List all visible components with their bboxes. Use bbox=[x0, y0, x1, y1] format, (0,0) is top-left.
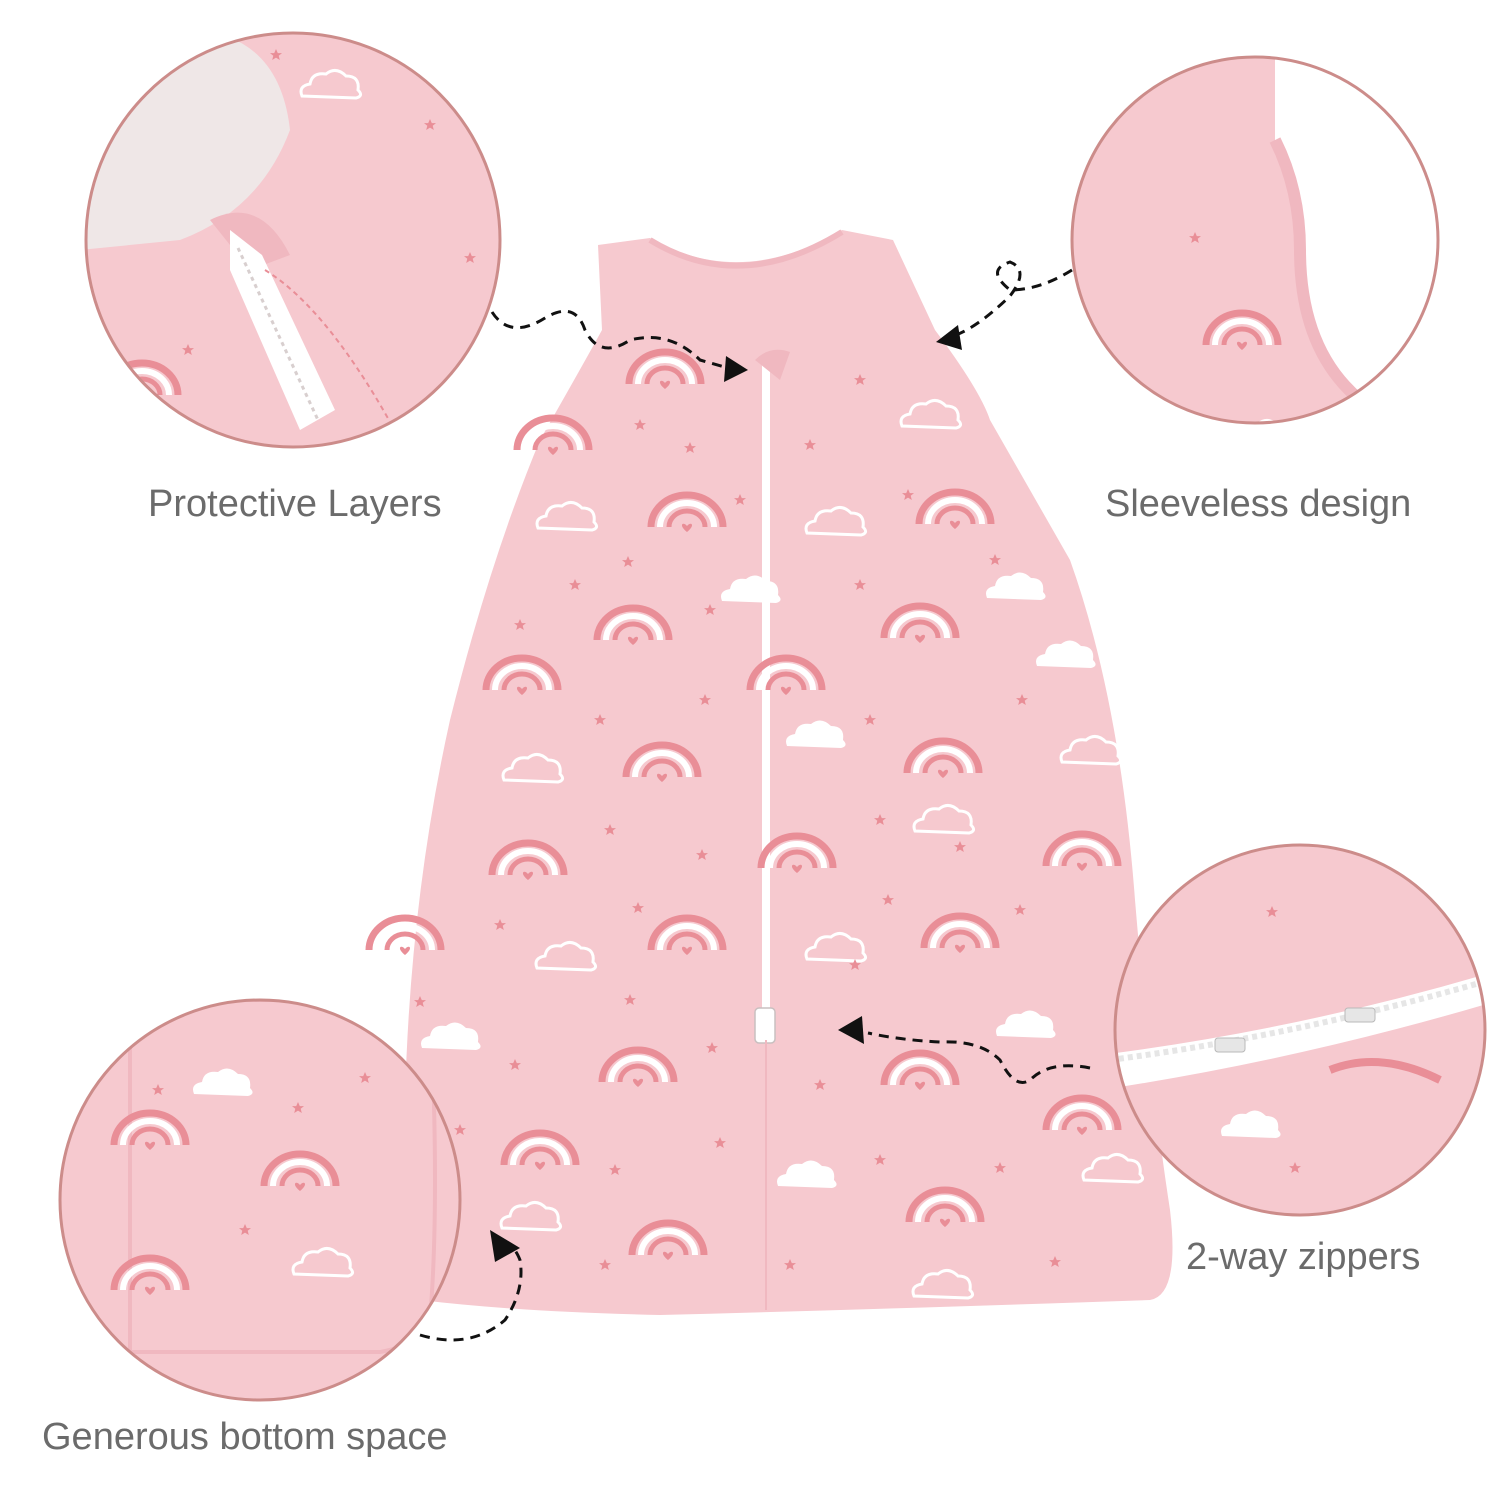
generous-bottom-space-label: Generous bottom space bbox=[42, 1416, 448, 1458]
protective-layers-detail-circle bbox=[84, 31, 502, 449]
dashed-curved-arrow-icon bbox=[419, 260, 1091, 1342]
sleeveless-design-detail-circle bbox=[1070, 55, 1440, 425]
protective-layers-label: Protective Layers bbox=[148, 483, 442, 525]
two-way-zippers-label: 2-way zippers bbox=[1186, 1236, 1421, 1278]
two-way-zippers-detail-circle bbox=[1113, 843, 1487, 1217]
sleeveless-design-label: Sleeveless design bbox=[1105, 483, 1412, 525]
arrow-heads bbox=[490, 325, 962, 1262]
sleep-sack-image bbox=[369, 229, 1173, 1315]
generous-bottom-space-detail-circle bbox=[58, 998, 462, 1402]
